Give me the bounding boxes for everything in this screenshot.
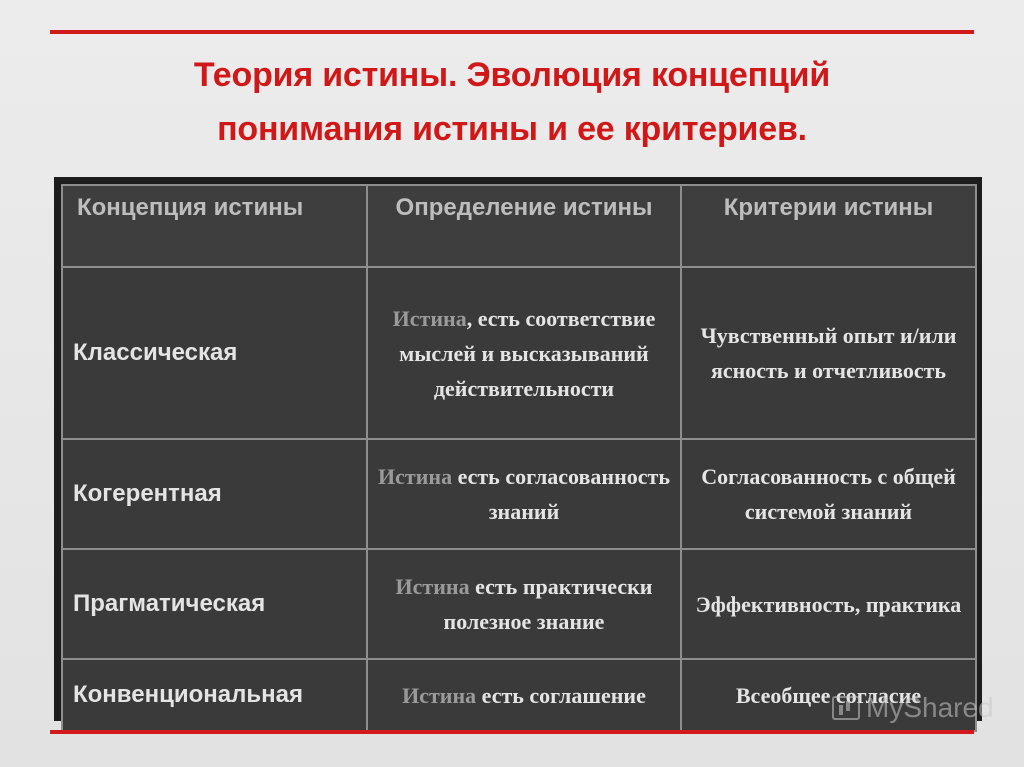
definition-cell: Истина есть согласованность знаний (366, 438, 682, 550)
concept-cell: Прагматическая (61, 548, 368, 660)
concept-cell: Конвенциональная (61, 658, 368, 732)
concept-cell: Классическая (61, 266, 368, 440)
definition-keyword: Истина (392, 305, 467, 331)
table-row: Прагматическая Истина есть практически п… (61, 548, 977, 660)
definition-cell: Истина есть практически полезное знание (366, 548, 682, 660)
bottom-red-rule (50, 730, 974, 734)
top-red-rule (50, 30, 974, 34)
definition-cell: Истина, есть соответствие мыслей и выска… (366, 266, 682, 440)
header-criteria: Критерии истины (680, 184, 977, 268)
definition-text: есть согласованность знаний (452, 464, 670, 524)
title-line-1: Теория истины. Эволюция концепций (193, 56, 831, 94)
table-row: Классическая Истина, есть соответствие м… (61, 266, 977, 440)
criteria-cell: Чувственный опыт и/или ясность и отчетли… (680, 266, 977, 440)
truth-concepts-table: Концепция истины Определение истины Крит… (61, 184, 977, 732)
criteria-cell: Согласованность с общей системой знаний (680, 438, 977, 550)
title-line-2: понимания истины и ее критериев. (217, 110, 807, 148)
definition-text: , есть соответствие мыслей и высказывани… (399, 305, 656, 401)
slide-title: Теория истины. Эволюция концепций понима… (60, 48, 964, 156)
definition-text: есть соглашение (476, 682, 646, 708)
concept-cell: Когерентная (61, 438, 368, 550)
criteria-cell: Всеобщее согласие (680, 658, 977, 732)
table-header-row: Концепция истины Определение истины Крит… (61, 184, 977, 268)
header-concept: Концепция истины (61, 184, 368, 268)
definition-keyword: Истина (402, 682, 477, 708)
definition-keyword: Истина (378, 464, 453, 489)
definition-keyword: Истина (395, 574, 470, 599)
definition-cell: Истина есть соглашение (366, 658, 682, 732)
definition-text: есть практически полезное знание (443, 574, 653, 634)
criteria-cell: Эффективность, практика (680, 548, 977, 660)
table-row: Когерентная Истина есть согласованность … (61, 438, 977, 550)
table-row: Конвенциональная Истина есть соглашение … (61, 658, 977, 732)
header-definition: Определение истины (366, 184, 682, 268)
